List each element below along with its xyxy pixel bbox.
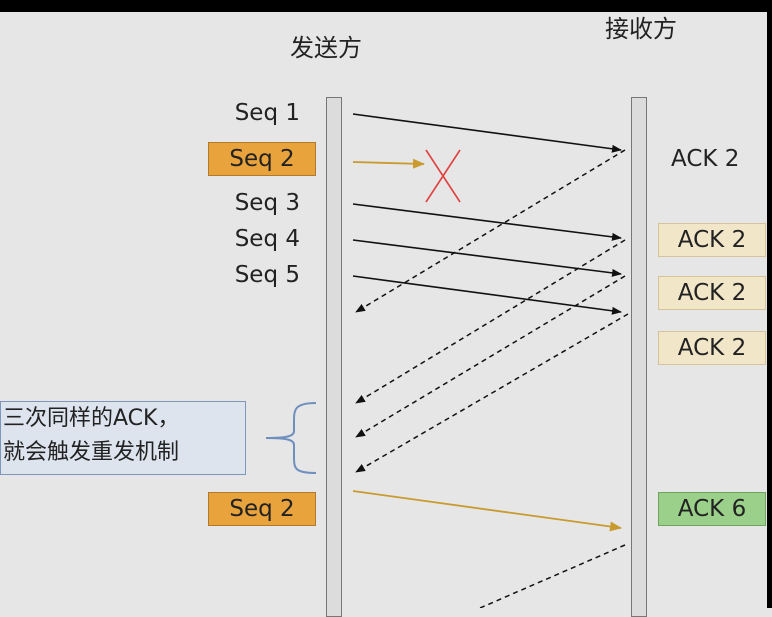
seq-2-retransmit-label: Seq 2 xyxy=(208,492,316,526)
note-line-2: 就会触发重发机制 xyxy=(3,440,180,465)
seq-3-label: Seq 3 xyxy=(234,190,300,216)
arrow-seq-2-lost xyxy=(352,158,425,169)
ack-2-dup-1: ACK 2 xyxy=(658,223,766,257)
arrow-seq-2-retransmit xyxy=(352,490,622,532)
ack-arrow-3 xyxy=(355,275,626,438)
arrow-seq-5 xyxy=(352,275,622,315)
triple-ack-note: 三次同样的ACK， 就会触发重发机制 xyxy=(0,401,246,475)
seq-2-label-highlighted: Seq 2 xyxy=(208,142,316,176)
top-black-bar xyxy=(0,0,772,12)
right-black-bar xyxy=(767,0,772,608)
seq-4-label: Seq 4 xyxy=(234,226,300,252)
arrow-seq-4 xyxy=(352,239,622,277)
note-line-1: 三次同样的ACK， xyxy=(3,406,180,431)
loss-x-icon xyxy=(425,149,461,203)
ack-6-label: ACK 6 xyxy=(658,492,766,526)
sender-heading: 发送方 xyxy=(290,34,362,62)
seq-1-label: Seq 1 xyxy=(234,100,300,126)
arrow-seq-3 xyxy=(352,203,622,241)
ack-arrow-1 xyxy=(355,149,626,313)
ack-arrow-2 xyxy=(355,239,626,404)
ack-2-plain-label: ACK 2 xyxy=(671,146,740,172)
triple-ack-brace xyxy=(265,402,317,474)
seq-5-label: Seq 5 xyxy=(234,262,300,288)
receiver-heading: 接收方 xyxy=(605,15,677,43)
arrow-seq-1 xyxy=(352,113,622,153)
ack-arrow-4 xyxy=(355,313,629,473)
ack-2-dup-2: ACK 2 xyxy=(658,276,766,310)
ack-arrow-6 xyxy=(479,544,626,608)
ack-2-dup-3: ACK 2 xyxy=(658,331,766,365)
